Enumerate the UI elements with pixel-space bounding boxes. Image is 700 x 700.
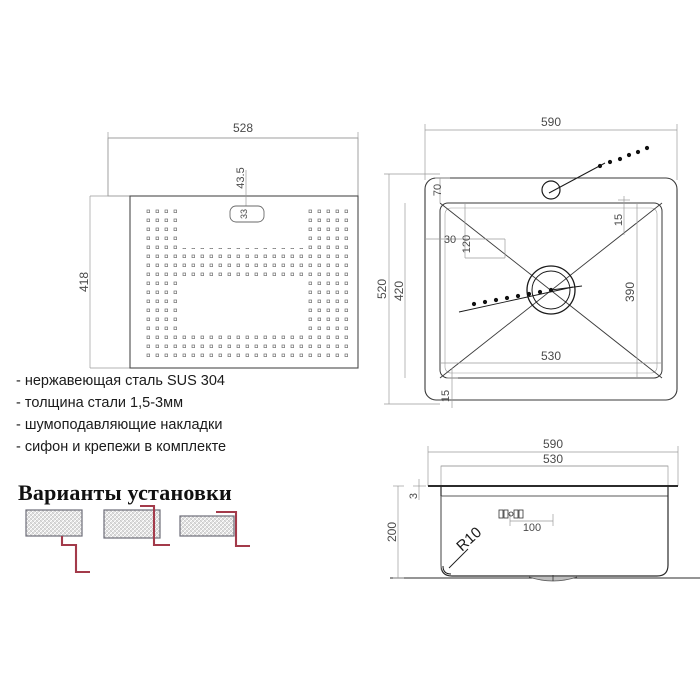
section-outer-width-label: 590 [543, 437, 563, 451]
sink-outer-height-label: 520 [375, 279, 389, 299]
variants-title: Варианты установки [18, 480, 232, 505]
pad-outer-rect [107, 137, 359, 197]
pad-dots-left [144, 205, 180, 361]
variant-top-mount[interactable] [103, 504, 170, 547]
variant-flush-mount[interactable] [25, 509, 90, 574]
pad-tab-label: 33 [239, 209, 249, 219]
sink-outer-height-dimension [384, 173, 440, 405]
section-rim-plate [440, 465, 669, 487]
sink-right-edge-label: 15 [613, 214, 625, 226]
section-drain-offset-label: 100 [523, 522, 541, 534]
sink-top-margin-label: 70 [432, 184, 444, 196]
section-inner-width-label: 530 [543, 452, 563, 466]
specifications-list: - нержавеющая сталь SUS 304 - толщина ст… [16, 370, 346, 458]
sink-bowl-rect [439, 202, 663, 379]
tap-hole-circle [541, 180, 561, 200]
tap-hole-leader [548, 162, 606, 194]
sink-bowl-inner-offset [444, 207, 658, 374]
pad-height-label: 418 [77, 272, 91, 292]
drain-leader-dots [471, 287, 554, 307]
pad-width-label: 528 [233, 121, 253, 135]
variant-under-mount[interactable] [179, 510, 250, 548]
sink-left-offset-dimension [425, 203, 506, 259]
sink-bowl-height-label: 390 [623, 282, 637, 302]
r10-leader [448, 548, 469, 569]
pad-plan-drawing: 528 418 43.5 33 [77, 121, 359, 369]
sink-left-margin-label: 30 [444, 234, 456, 246]
sink-outer-body [424, 177, 678, 401]
sink-top-margin-dimension [435, 177, 450, 203]
installation-variants [25, 504, 250, 574]
sink-outer-width-dimension [424, 124, 678, 180]
sink-outer-width-label: 590 [541, 115, 561, 129]
drain-leader-line [458, 286, 574, 313]
section-depth-label: 200 [385, 522, 399, 542]
pad-dots-bottom-band [180, 334, 308, 361]
spec-item-siphon: - сифон и крепежи в комплекте [16, 439, 227, 455]
section-bowl-body [440, 486, 669, 577]
sink-bottom-edge-label: 15 [440, 390, 452, 402]
sink-bottom-edge-dimension [446, 368, 458, 408]
sink-right-edge-dimension [618, 196, 630, 235]
section-drain-glyph [498, 509, 524, 519]
sink-inner-height-label: 420 [392, 281, 406, 301]
pad-width-dimension [107, 132, 359, 196]
tap-hole-leader-dots [597, 145, 650, 169]
section-depth-dimension [393, 485, 404, 579]
spec-item-material: - нержавеющая сталь SUS 304 [16, 373, 225, 389]
drain-circles [526, 265, 576, 315]
section-outer-width-dimension [427, 446, 679, 486]
spec-item-thickness: - толщина стали 1,5-3мм [16, 395, 184, 411]
pad-tab-rect [229, 205, 265, 223]
section-rim-thickness-dimension [413, 479, 426, 500]
pad-dots-right [308, 205, 352, 361]
sink-section-drawing: 590 530 200 [385, 437, 700, 582]
spec-item-soundproofing: - шумоподавляющие накладки [16, 417, 223, 433]
section-rim-thickness-label: 3 [408, 493, 420, 499]
pad-dots-middle-band [180, 248, 308, 276]
r10-arc [442, 565, 452, 575]
sink-inner-width-label: 530 [541, 349, 561, 363]
sink-left-depth-label: 120 [461, 235, 473, 253]
sink-plan-drawing: 590 520 420 [375, 115, 678, 408]
r10-label: R10 [453, 524, 485, 555]
pad-tab-offset-label: 43.5 [235, 167, 247, 188]
